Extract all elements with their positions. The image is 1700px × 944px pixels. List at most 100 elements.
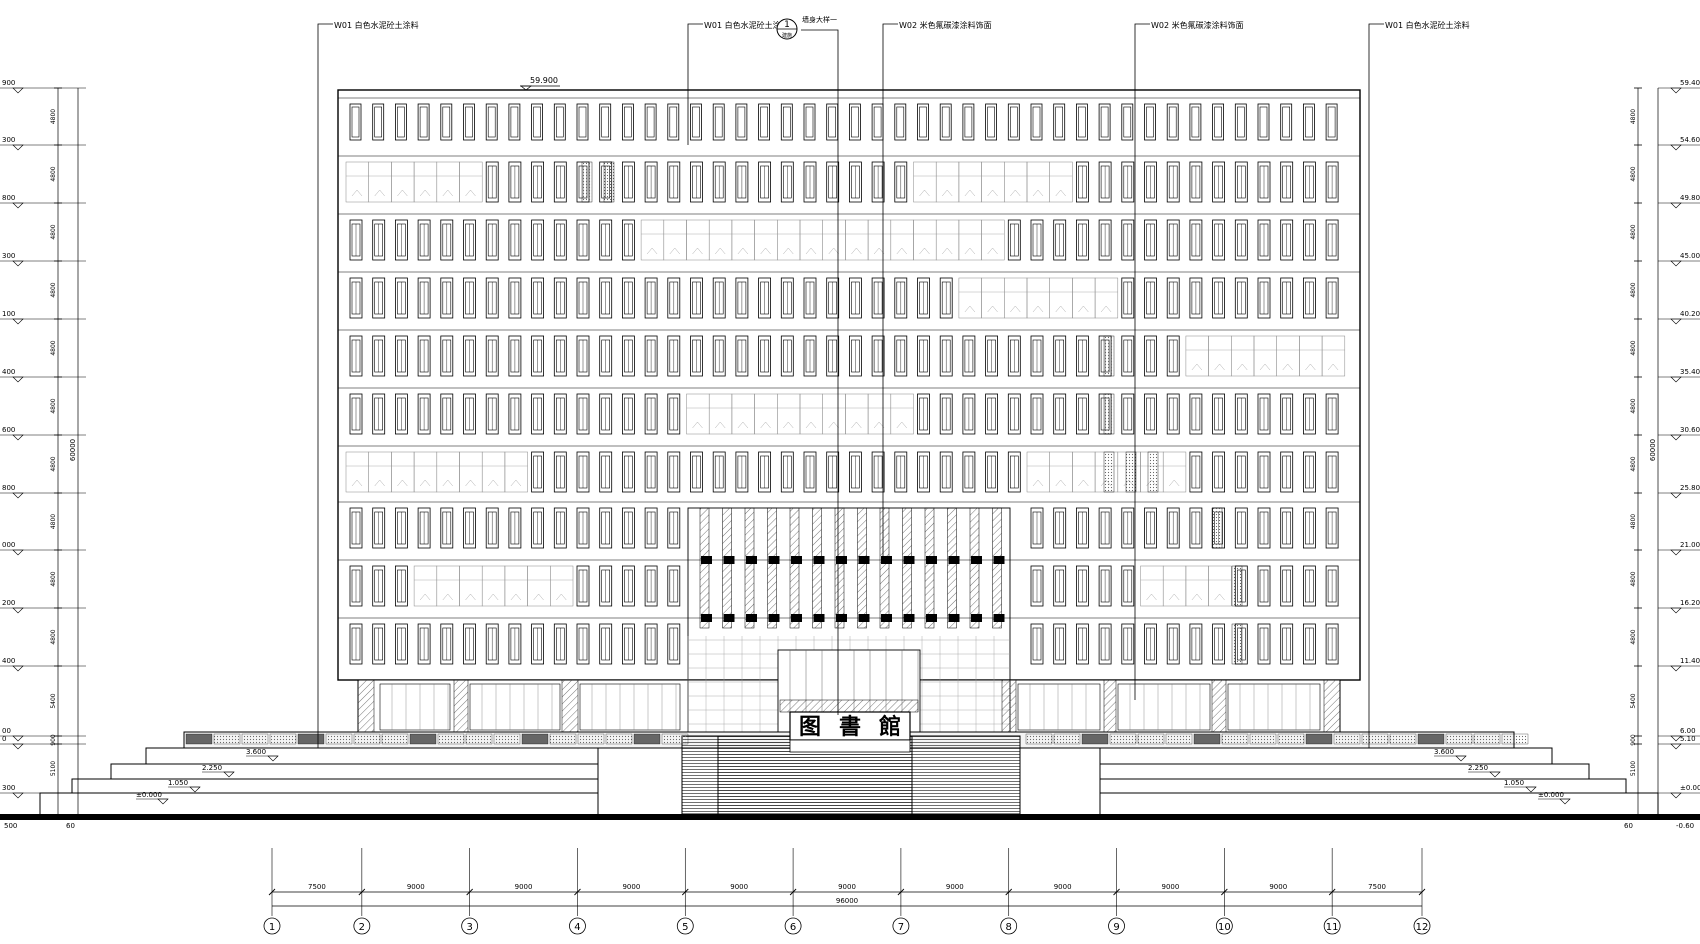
facade-window [1076,393,1089,435]
fin-block [746,556,757,564]
facade-window [1325,103,1338,141]
facade-window [962,103,975,141]
facade-window [440,507,454,549]
facade-window [1280,451,1294,493]
floor-height-label: 900 [1630,734,1637,746]
fin-block [993,556,1005,564]
facade-window [1121,623,1135,665]
axis-line: 6 [784,848,802,935]
facade-window [1121,103,1134,141]
level-mark: ±0.00 [1634,784,1700,799]
facade-window [1303,623,1316,665]
level-label: 40.20 [1680,310,1700,318]
accent-panel [1147,451,1159,493]
facade-window [1076,103,1088,141]
floor-height-label: 4800 [50,109,57,124]
axis-label: 12 [1416,922,1429,933]
facade-window [962,335,976,377]
facade-window [372,219,386,261]
level-mark: 25.80 [1634,484,1700,499]
floor-height-label: 4800 [1630,166,1637,181]
axis-spacing-label: 7500 [1368,883,1386,891]
fin-block [813,556,825,564]
facade-window [1076,335,1089,377]
facade-window [1234,507,1248,549]
facade-window [667,161,681,203]
facade-window [1166,623,1180,665]
level-label: 16.20 [1680,599,1700,607]
facade-window [1007,103,1020,141]
facade-window [1280,219,1294,261]
facade-window [667,335,681,377]
facade-window [1098,219,1112,261]
plinth-tile [1389,733,1417,745]
plinth-tile [605,733,633,745]
axis-line: 10 [1215,848,1233,935]
axis-line: 3 [461,848,479,935]
callout-5: W01 白色水泥砼土涂料 [1385,20,1470,30]
facade-window [553,393,567,435]
fin [969,507,980,629]
facade-window [690,161,703,203]
axis-label: 3 [466,922,472,933]
facade-window [758,451,771,493]
facade-window [463,393,476,435]
facade-window [644,565,658,607]
plinth-band [185,733,1529,745]
ground-floor-bay [1227,683,1321,731]
fin-block [971,614,982,622]
facade-window [826,277,840,319]
floor-height-label: 900 [50,734,57,746]
facade-window [803,335,817,377]
fin-block [881,614,892,622]
level-mark: 40.20 [1634,310,1700,325]
facade-window [1280,565,1294,607]
facade-window [1325,393,1339,435]
facade-window [576,335,590,377]
facade-window [599,277,613,319]
plinth-tile [381,733,409,745]
pier [357,679,375,733]
facade-window [1257,277,1271,319]
accent-panel [581,161,593,203]
facade-window [485,103,498,141]
plinth-level-label: 1.050 [168,779,188,787]
axis-line: 1 [263,848,281,935]
floor-height-label: 4800 [1630,109,1637,124]
facade-window [894,103,907,141]
facade-window [1303,219,1316,261]
facade-window [485,277,499,319]
floor-height-label: 4800 [50,571,57,586]
level-label: 45.00 [1680,252,1700,260]
facade-window [1098,623,1112,665]
axis-spacing-label: 9000 [515,883,533,891]
detail-tag-label: 墙身大样一 [802,15,837,24]
ground-level-left: 500 [4,822,17,830]
facade-window [644,451,658,493]
facade-window [712,103,725,141]
level-label: 300 [2,136,15,144]
floor-height-label: 4800 [50,398,57,413]
fin [834,507,845,629]
facade-window [894,277,908,319]
facade-window [622,393,635,435]
accent-panel [1103,335,1115,377]
facade-window [1257,623,1271,665]
facade-window [576,623,590,665]
axis-line: 5 [676,848,694,935]
level-label: 300 [2,784,15,792]
axis-bubble [676,917,694,935]
level-mark: 35.40 [1634,368,1700,383]
ground-level-right: -0.60 [1676,822,1694,830]
plinth-tile [185,733,213,745]
facade-window [463,277,476,319]
facade-window [485,507,499,549]
facade-window [1049,161,1073,203]
facade-window [531,451,544,493]
facade-window [735,277,749,319]
level-mark: 300 [0,784,86,799]
facade-window [1303,507,1316,549]
plinth-tile [1445,733,1473,745]
axis-bubble [892,917,910,935]
facade-window [394,393,408,435]
